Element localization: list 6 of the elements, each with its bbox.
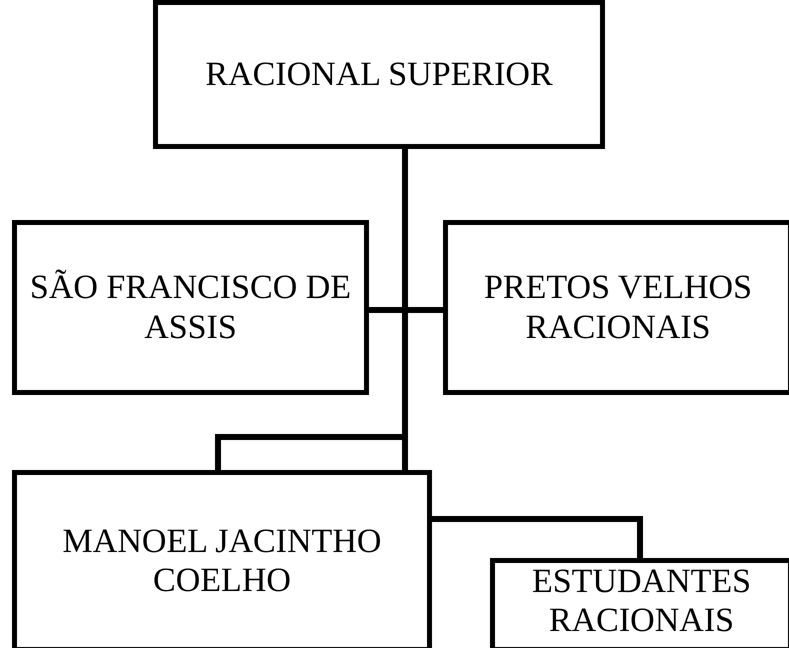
org-box: RACIONAL SUPERIOR bbox=[153, 0, 605, 149]
connector-line bbox=[432, 516, 643, 558]
org-box: ESTUDANTES RACIONAIS bbox=[490, 558, 789, 648]
org-box: SÃO FRANCISCO DE ASSIS bbox=[12, 220, 369, 395]
org-box: MANOEL JACINTHO COELHO bbox=[12, 470, 432, 648]
org-box: PRETOS VELHOS RACIONAIS bbox=[443, 220, 789, 395]
